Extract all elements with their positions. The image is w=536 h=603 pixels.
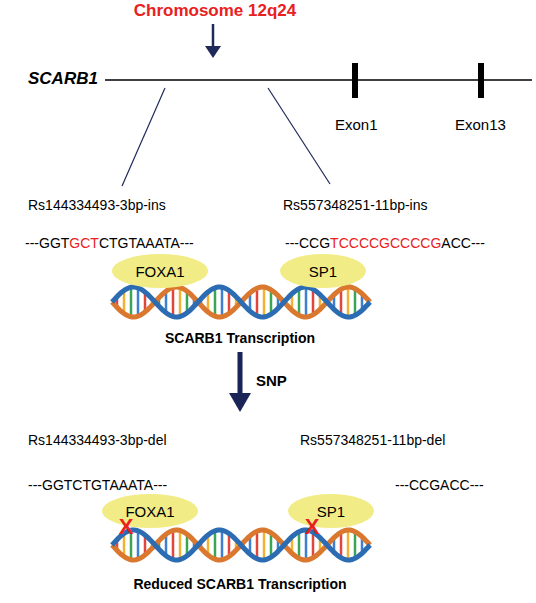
exon-bar <box>352 63 358 98</box>
base-pair <box>312 289 315 315</box>
exon-label: Exon1 <box>335 116 378 133</box>
label-line: ---CCGACC--- <box>395 476 484 494</box>
dna-strand <box>112 530 370 560</box>
variant-id: Rs557348251-11bp-ins <box>283 197 428 213</box>
sequence: ACC--- <box>441 235 485 251</box>
zoom-line <box>268 88 330 184</box>
base-pair <box>172 530 175 559</box>
zoom-line <box>122 88 165 186</box>
base-pair <box>214 531 217 559</box>
variant-id: Rs557348251-11bp-del <box>300 432 445 448</box>
base-pair <box>354 289 357 316</box>
base-pair <box>221 287 224 317</box>
factor-name: FOXA1 <box>135 263 184 280</box>
label-line: Rs144334493-3bp-del <box>28 431 167 449</box>
sequence: ---GGT <box>25 235 69 251</box>
label-line: ---GGTCTGTAAATA--- <box>28 476 167 494</box>
dna-helix <box>112 530 370 560</box>
gene-line <box>105 79 532 81</box>
transcription-factor: FOXA1 <box>102 494 198 528</box>
variant-id: Rs144334493-3bp-del <box>28 432 167 448</box>
label-line: Rs557348251-11bp-ins <box>283 196 428 214</box>
base-pair <box>263 287 266 317</box>
block-mark: X <box>119 514 134 539</box>
dna-strand <box>112 287 370 317</box>
outcome-label: SCARB1 Transcription <box>165 330 315 346</box>
base-pair <box>340 532 343 558</box>
dna-strand <box>112 530 370 560</box>
base-pair <box>347 530 350 560</box>
label-line: ---GGTGCTCTGTAAATA--- <box>25 234 194 252</box>
sequence: CTGTAAATA--- <box>99 235 194 251</box>
step-label: SNP <box>256 372 287 389</box>
base-pair <box>256 531 259 559</box>
heading: Chromosome 12q24 <box>134 1 297 20</box>
outcome-label: Reduced SCARB1 Transcription <box>133 576 346 592</box>
transcription-factor: FOXA1 <box>112 254 208 288</box>
exon-label: Exon13 <box>455 116 506 133</box>
base-pair <box>263 530 266 560</box>
label-line: Exon13 <box>455 116 506 134</box>
block-mark: X <box>305 514 320 539</box>
label-line: SCARB1 Transcription <box>165 329 315 347</box>
base-pair <box>256 288 259 316</box>
snp-arrow <box>229 352 251 412</box>
label-line: X <box>119 515 134 539</box>
base-pair <box>137 531 140 559</box>
sequence-insert: GCT <box>69 235 99 251</box>
sequence: ---CCG <box>285 235 330 251</box>
base-pair <box>221 530 224 560</box>
label-line: ---CCGTCCCCGCCCCGACC--- <box>285 234 485 252</box>
sequence: ---CCGACC--- <box>395 477 484 493</box>
label-line: Exon1 <box>335 116 378 134</box>
transcription-factor: SP1 <box>280 254 366 288</box>
transcription-factor: SP1 <box>288 494 374 528</box>
base-pair <box>130 287 133 317</box>
sequence-insert: TCCCCGCCCCG <box>330 235 441 251</box>
label-line: Chromosome 12q24 <box>134 2 297 20</box>
factor-name: SP1 <box>309 263 337 280</box>
base-pair <box>214 288 217 316</box>
base-pair <box>347 287 350 317</box>
exon-bar <box>478 63 484 98</box>
label-line: X <box>305 515 320 539</box>
label-line: SCARB1 <box>28 70 98 88</box>
dna-helix <box>112 287 370 317</box>
base-pair <box>340 289 343 315</box>
dna-strand <box>112 287 370 317</box>
base-pair <box>172 287 175 316</box>
base-pair <box>298 289 301 316</box>
base-pair <box>305 287 308 317</box>
label-line: Rs557348251-11bp-del <box>300 431 445 449</box>
label-line: Rs144334493-3bp-ins <box>28 196 166 214</box>
base-pair <box>298 532 301 559</box>
label-line: SNP <box>256 372 287 390</box>
chromosome-arrow <box>205 24 221 58</box>
sequence: ---GGTCTGTAAATA--- <box>28 477 167 493</box>
variant-id: Rs144334493-3bp-ins <box>28 197 166 213</box>
label-line: Reduced SCARB1 Transcription <box>133 575 346 593</box>
base-pair <box>137 288 140 316</box>
base-pair <box>354 532 357 559</box>
base-pair <box>179 530 182 559</box>
base-pair <box>179 287 182 316</box>
gene-name: SCARB1 <box>28 69 98 88</box>
factor-name: SP1 <box>317 503 345 520</box>
